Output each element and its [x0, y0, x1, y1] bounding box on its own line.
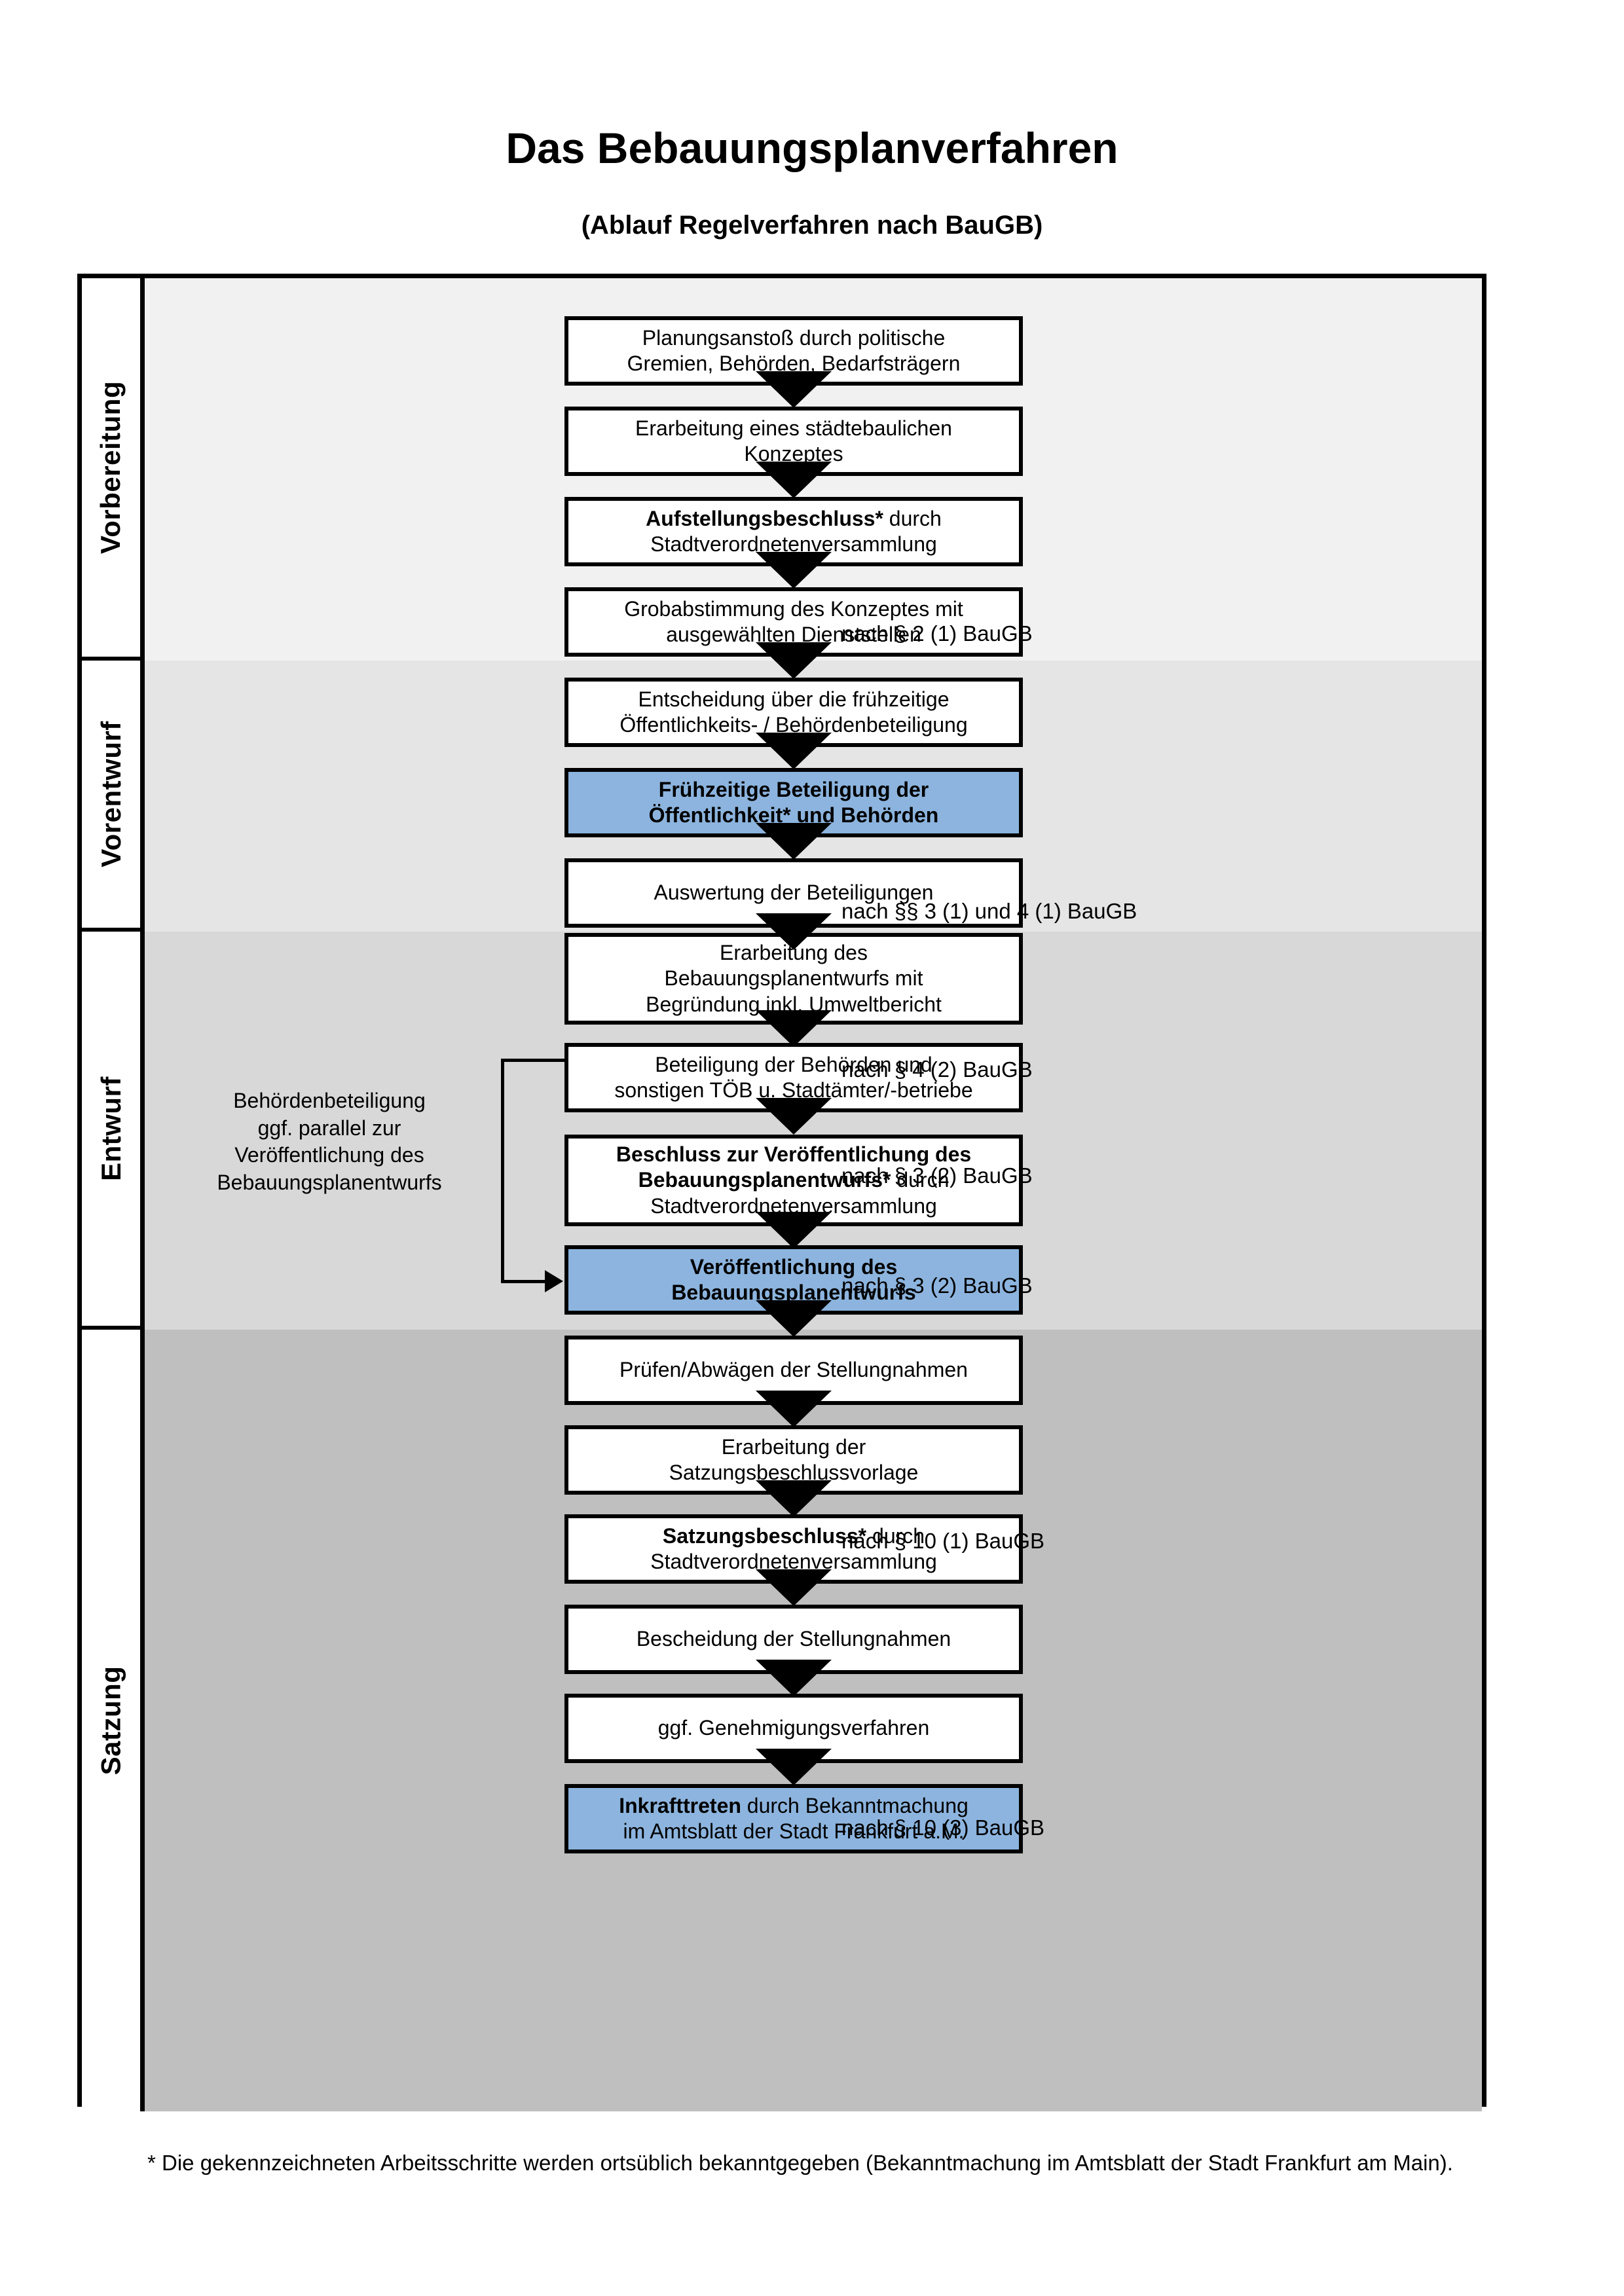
stage-label-vorentwurf: Vorentwurf — [82, 661, 145, 932]
flow-node-label: ggf. Genehmigungsverfahren — [657, 1716, 930, 1740]
side-note-line: Behördenbeteiligung — [233, 1089, 426, 1112]
stage-label-entwurf: Entwurf — [82, 932, 145, 1330]
side-note-line: ggf. parallel zur — [257, 1116, 401, 1140]
legal-reference: nach § 3 (2) BauGB — [841, 1273, 1033, 1298]
stage-label-text: Satzung — [95, 1666, 126, 1776]
stage-label-vorbereitung: Vorbereitung — [82, 278, 145, 661]
footnote: * Die gekennzeichneten Arbeitsschritte w… — [147, 2151, 1453, 2175]
legal-reference: nach § 10 (1) BauGB — [841, 1529, 1045, 1553]
branch-line-top — [501, 1059, 564, 1062]
stage-label-text: Vorbereitung — [95, 380, 126, 555]
flow-arrow-down-icon — [756, 642, 832, 679]
flow-arrow-down-icon — [756, 462, 832, 498]
flow-node-label: Bescheidung der Stellungnahmen — [636, 1627, 951, 1651]
flow-arrow-down-icon — [756, 1212, 832, 1248]
flow-arrow-down-icon — [756, 1569, 832, 1606]
flow-arrow-down-icon — [756, 1300, 832, 1337]
flow-arrow-down-icon — [756, 1660, 832, 1696]
stage-label-satzung: Satzung — [82, 1330, 145, 2111]
flow-arrow-down-icon — [756, 1480, 832, 1517]
flow-arrow-down-icon — [756, 823, 832, 860]
flow-arrow-down-icon — [756, 552, 832, 589]
branch-arrow-right-icon — [545, 1270, 563, 1292]
legal-reference: nach § 3 (2) BauGB — [841, 1163, 1033, 1188]
flow-arrow-down-icon — [756, 1010, 832, 1047]
flow-node[interactable]: Auswertung der Beteiligungen — [564, 858, 1023, 928]
flow-node-label: Prüfen/Abwägen der Stellungnahmen — [619, 1358, 968, 1382]
legal-reference: nach § 4 (2) BauGB — [841, 1057, 1033, 1082]
legal-reference: nach § 10 (3) BauGB — [841, 1815, 1045, 1840]
side-note-line: Veröffentlichung des — [234, 1143, 424, 1167]
branch-line-bottom — [501, 1280, 546, 1283]
side-note-line: Bebauungsplanentwurfs — [217, 1170, 442, 1194]
flow-arrow-down-icon — [756, 733, 832, 769]
flow-arrow-down-icon — [756, 1098, 832, 1135]
legal-reference: nach §§ 3 (1) und 4 (1) BauGB — [841, 899, 1137, 923]
page-subtitle: (Ablauf Regelverfahren nach BauGB) — [581, 211, 1043, 240]
flow-arrow-down-icon — [756, 1391, 832, 1427]
stage-label-text: Vorentwurf — [95, 721, 126, 867]
flow-arrow-down-icon — [756, 371, 832, 408]
flow-arrow-down-icon — [756, 1749, 832, 1785]
legal-reference: nach § 2 (1) BauGB — [841, 621, 1033, 646]
flow-node[interactable]: Bescheidung der Stellungnahmen — [564, 1605, 1023, 1674]
stage-label-text: Entwurf — [95, 1076, 126, 1181]
flow-arrow-down-icon — [756, 913, 832, 950]
page-title: Das Bebauungsplanverfahren — [506, 124, 1118, 172]
branch-line-vertical — [501, 1059, 504, 1280]
flow-node-label: Auswertung der Beteiligungen — [654, 881, 934, 905]
